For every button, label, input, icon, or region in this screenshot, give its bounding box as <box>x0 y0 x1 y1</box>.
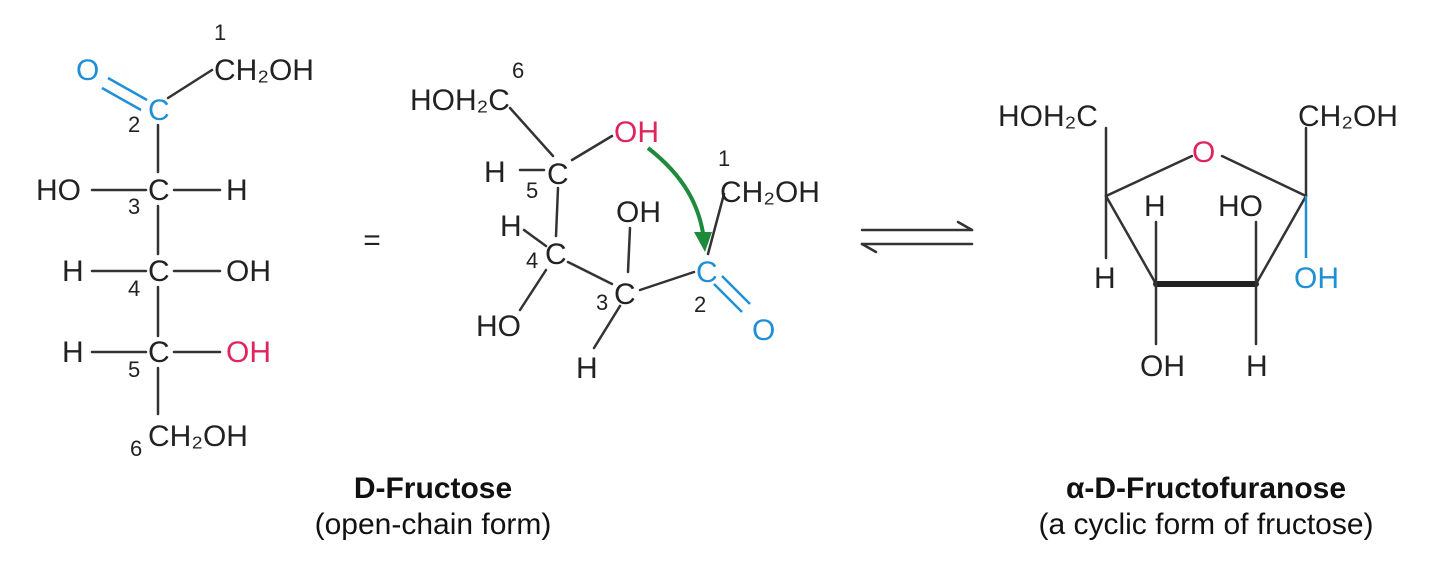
ring-c5-c4-bond <box>1104 194 1158 286</box>
c4-oh: OH <box>1140 350 1185 383</box>
c3-number: 3 <box>596 290 608 315</box>
c2-c1-bond <box>706 192 726 256</box>
c1-group: CH₂OH <box>1298 100 1398 133</box>
c3-c2-bond <box>638 270 696 292</box>
c3-oh: OH <box>616 196 661 229</box>
c1-group: CH₂OH <box>720 176 820 209</box>
equilibrium-arrows <box>860 220 974 254</box>
c5-oh-highlight: OH <box>226 336 271 369</box>
c5-h: H <box>62 336 84 369</box>
ring-oxygen: O <box>1192 136 1215 169</box>
c1-number: 1 <box>718 146 730 171</box>
c5-number: 5 <box>128 357 140 382</box>
c4-number: 4 <box>526 248 538 273</box>
reverse-arrow-barb <box>860 242 878 254</box>
furanose-structure: HOH₂C O CH₂OH H HO H OH OH H <box>998 100 1398 383</box>
c3-carbon: C <box>148 174 170 207</box>
carbonyl-oxygen: O <box>752 314 775 347</box>
c4-h: H <box>1144 190 1166 223</box>
c3-h: H <box>1246 350 1268 383</box>
c2-number: 2 <box>694 292 706 317</box>
c5-o-bond <box>570 134 614 162</box>
forward-arrow-barb <box>956 220 974 232</box>
c6-number: 6 <box>130 436 142 461</box>
c5-h: H <box>484 156 506 189</box>
c5-oh-highlight: OH <box>614 116 659 149</box>
c4-oh: OH <box>226 255 271 288</box>
arrow-head <box>694 232 712 252</box>
c5-c4-bond <box>554 186 560 238</box>
ring-o-c2-bond <box>1220 154 1308 198</box>
carbonyl-bond-2 <box>101 86 142 112</box>
ring-c5-o-bond <box>1104 154 1194 198</box>
c4-carbon: C <box>545 238 567 271</box>
right-caption-title: α-D-Fructofuranose <box>1066 472 1346 505</box>
carbonyl-bond-1 <box>107 76 148 102</box>
c4-number: 4 <box>128 276 140 301</box>
c4-carbon: C <box>148 255 170 288</box>
c1-number: 1 <box>214 20 226 45</box>
c2-carbon: C <box>696 256 718 289</box>
c4-c3-bond <box>566 260 614 286</box>
c5-carbon: C <box>148 336 170 369</box>
c6-group: HOH₂C <box>998 100 1098 133</box>
equals-sign: = <box>363 224 381 257</box>
c4-ho-bond <box>518 268 548 312</box>
c5-carbon: C <box>547 158 569 191</box>
c1-group: CH₂OH <box>214 54 314 87</box>
c2-carbon: C <box>148 94 170 127</box>
c1-c2-bond <box>166 68 214 100</box>
ring-c3-c2-bond <box>1254 194 1308 286</box>
left-caption-subtitle: (open-chain form) <box>315 508 552 541</box>
c3-ho: HO <box>1218 190 1263 223</box>
carbonyl-bond-2 <box>713 283 743 313</box>
c4-h-bond <box>522 228 548 248</box>
c4-h: H <box>62 255 84 288</box>
c5-h: H <box>1094 262 1116 295</box>
right-caption-subtitle: (a cyclic form of fructose) <box>1038 508 1373 541</box>
c6-group: HOH₂C <box>410 84 510 117</box>
open-chain-structure: 1 CH₂OH O 2 C HO 3 C H H 4 C OH H 5 C OH… <box>36 20 314 461</box>
c6-c5-bond <box>508 106 555 158</box>
carbonyl-bond-1 <box>721 275 751 305</box>
c2-number: 2 <box>128 112 140 137</box>
c3-h: H <box>576 352 598 385</box>
left-caption-title: D-Fructose <box>354 472 512 505</box>
c5-number: 5 <box>526 178 538 203</box>
c3-number: 3 <box>128 194 140 219</box>
c3-oh-bond <box>626 226 632 274</box>
nucleophilic-attack-arrow <box>646 146 706 241</box>
c3-h: H <box>226 174 248 207</box>
curled-chain-structure: 6 HOH₂C H 5 C OH H 4 C HO OH 3 C H 1 CH₂… <box>410 58 820 385</box>
c3-carbon: C <box>614 278 636 311</box>
c6-number: 6 <box>512 58 524 83</box>
c3-h-bond <box>592 304 622 350</box>
c4-h: H <box>500 210 522 243</box>
anomeric-oh: OH <box>1294 262 1339 295</box>
c3-ho: HO <box>36 174 81 207</box>
c4-ho: HO <box>476 310 521 343</box>
c6-group: CH₂OH <box>148 420 248 453</box>
carbonyl-oxygen: O <box>76 54 99 87</box>
